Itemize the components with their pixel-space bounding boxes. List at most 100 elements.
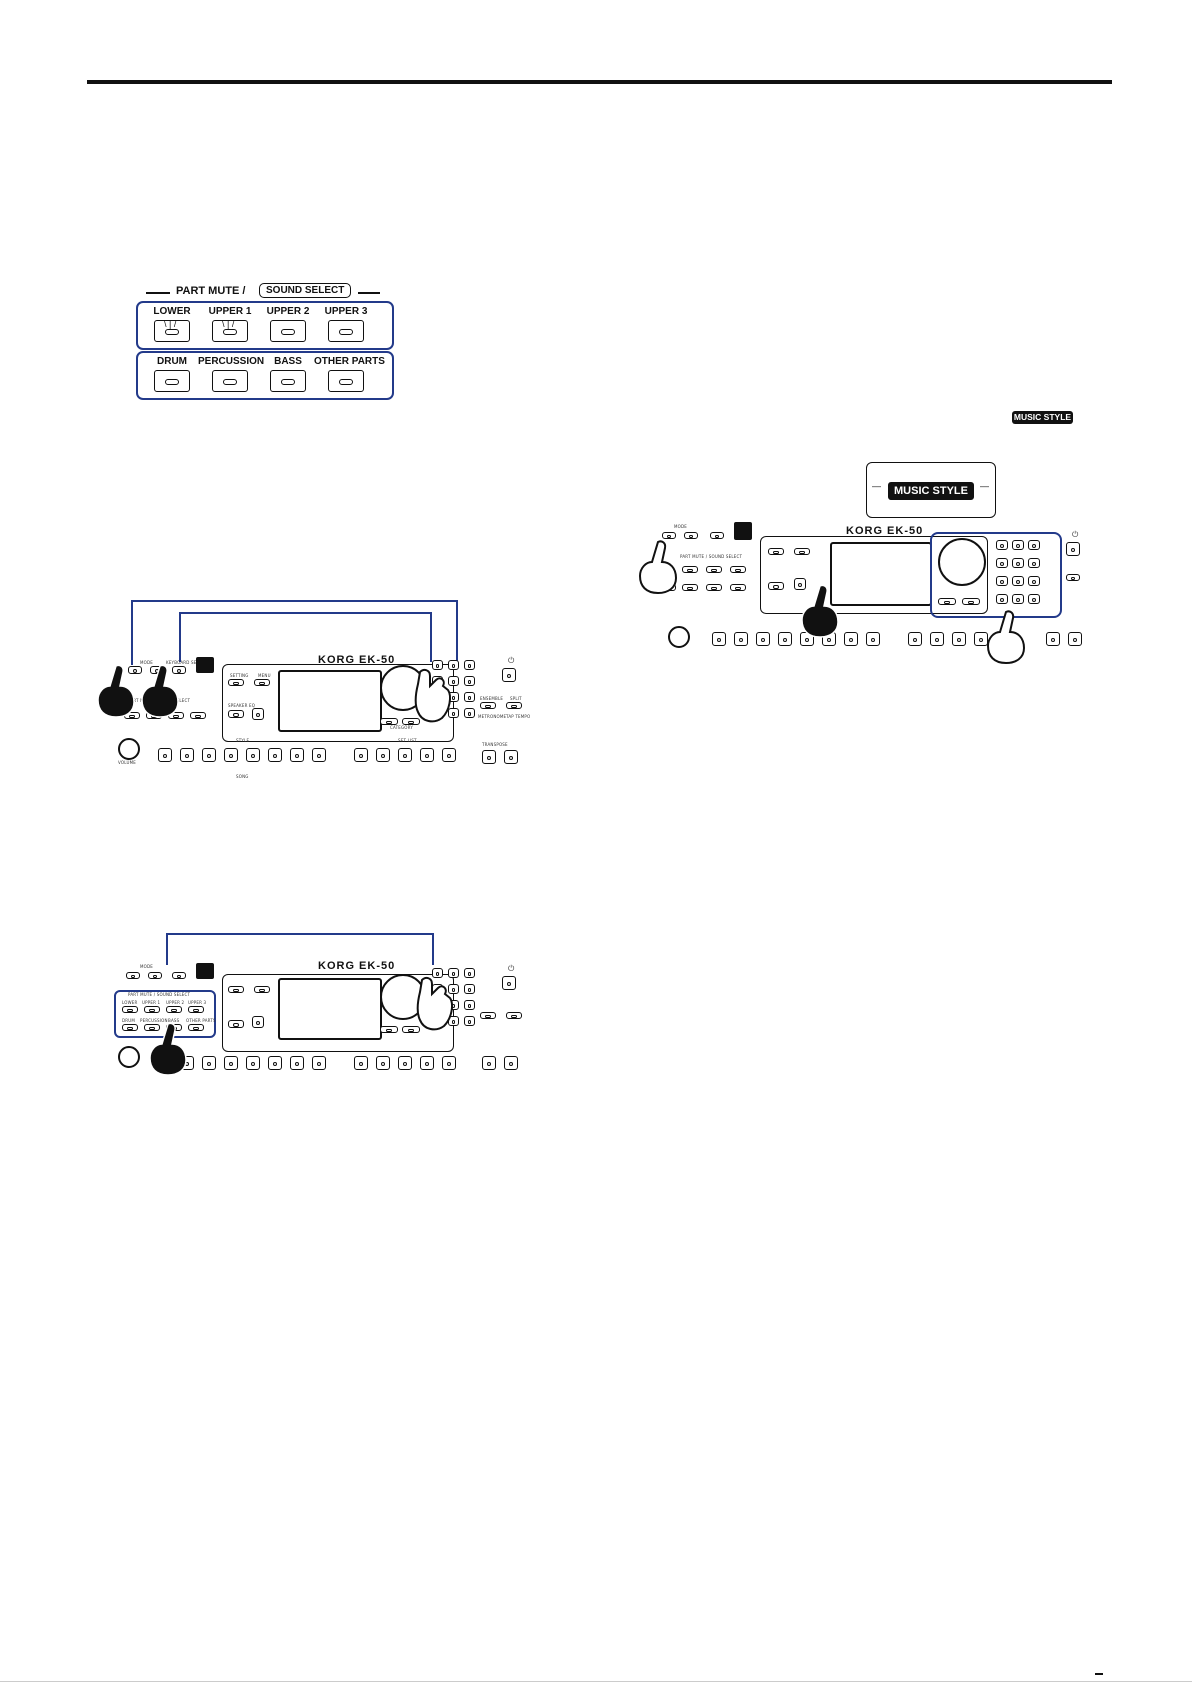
keypad-3[interactable]	[464, 1000, 475, 1010]
upper2-mini-button[interactable]	[706, 566, 722, 573]
set-list-1[interactable]	[930, 632, 944, 646]
setting-button[interactable]	[768, 548, 784, 555]
transpose-down[interactable]	[482, 750, 496, 764]
speaker-eq-button[interactable]	[228, 1020, 244, 1028]
style-song-button-7[interactable]	[290, 748, 304, 762]
style-song-button-8[interactable]	[866, 632, 880, 646]
song-button[interactable]	[148, 972, 162, 979]
category-up-button[interactable]	[962, 598, 980, 605]
exit-button[interactable]	[794, 578, 806, 590]
style-song-button-6[interactable]	[268, 748, 282, 762]
set-list-bank[interactable]	[908, 632, 922, 646]
keyboard-set-button[interactable]	[710, 532, 724, 539]
drum-button[interactable]	[154, 370, 190, 392]
set-list-2[interactable]	[398, 748, 412, 762]
music-style-button[interactable]	[196, 657, 214, 673]
set-list-2[interactable]	[398, 1056, 412, 1070]
keyboard-set-button[interactable]	[172, 972, 186, 979]
keypad-6[interactable]	[1028, 558, 1040, 568]
bass-mini-button[interactable]	[706, 584, 722, 591]
keypad-0[interactable]	[1012, 594, 1024, 604]
keypad-6[interactable]	[464, 984, 475, 994]
category-up-button[interactable]	[402, 718, 420, 725]
style-song-button-4[interactable]	[778, 632, 792, 646]
style-button[interactable]	[662, 532, 676, 539]
set-list-3[interactable]	[974, 632, 988, 646]
style-button[interactable]	[126, 972, 140, 979]
style-song-button-2[interactable]	[180, 748, 194, 762]
keypad-4[interactable]	[996, 558, 1008, 568]
lower-mini-button[interactable]	[122, 1006, 138, 1013]
set-list-bank[interactable]	[354, 1056, 368, 1070]
style-song-button-4[interactable]	[224, 1056, 238, 1070]
set-list-3[interactable]	[420, 1056, 434, 1070]
set-list-4[interactable]	[442, 748, 456, 762]
keypad-5[interactable]	[1012, 558, 1024, 568]
percussion-mini-button[interactable]	[144, 1024, 160, 1031]
keypad-1[interactable]	[996, 576, 1008, 586]
exit-button[interactable]	[252, 1016, 264, 1028]
power-button[interactable]	[1066, 542, 1080, 556]
volume-knob[interactable]	[118, 1046, 140, 1068]
category-up-button[interactable]	[402, 1026, 420, 1033]
keypad-6[interactable]	[464, 676, 475, 686]
volume-knob[interactable]	[118, 738, 140, 760]
style-song-button-6[interactable]	[268, 1056, 282, 1070]
other-parts-button[interactable]	[328, 370, 364, 392]
set-list-4[interactable]	[442, 1056, 456, 1070]
drum-mini-button[interactable]	[122, 1024, 138, 1031]
percussion-mini-button[interactable]	[682, 584, 698, 591]
keypad-3[interactable]	[464, 692, 475, 702]
transpose-up[interactable]	[504, 1056, 518, 1070]
keypad-0[interactable]	[448, 708, 459, 718]
keypad-2[interactable]	[1012, 576, 1024, 586]
keypad-8[interactable]	[1012, 540, 1024, 550]
keypad-5[interactable]	[448, 984, 459, 994]
split-button[interactable]	[506, 702, 522, 709]
menu-button[interactable]	[254, 679, 270, 686]
power-button[interactable]	[502, 976, 516, 990]
transpose-down[interactable]	[1046, 632, 1060, 646]
keypad-3[interactable]	[1028, 576, 1040, 586]
set-list-2[interactable]	[952, 632, 966, 646]
set-list-bank[interactable]	[354, 748, 368, 762]
keypad-plus[interactable]	[1028, 594, 1040, 604]
keypad-8[interactable]	[448, 660, 459, 670]
percussion-button[interactable]	[212, 370, 248, 392]
style-song-button-8[interactable]	[312, 1056, 326, 1070]
style-song-button-7[interactable]	[290, 1056, 304, 1070]
style-song-button-3[interactable]	[756, 632, 770, 646]
keyboard-set-button[interactable]	[172, 666, 186, 674]
style-song-button-1[interactable]	[158, 748, 172, 762]
upper2-button[interactable]	[270, 320, 306, 342]
category-down-button[interactable]	[938, 598, 956, 605]
category-down-button[interactable]	[380, 1026, 398, 1033]
upper3-mini-button[interactable]	[188, 1006, 204, 1013]
transpose-down[interactable]	[482, 1056, 496, 1070]
exit-button[interactable]	[252, 708, 264, 720]
split-button[interactable]	[506, 1012, 522, 1019]
keypad-9[interactable]	[464, 660, 475, 670]
ensemble-button[interactable]	[1066, 574, 1080, 581]
song-button[interactable]	[684, 532, 698, 539]
menu-button[interactable]	[254, 986, 270, 993]
other-parts-mini-button[interactable]	[188, 1024, 204, 1031]
style-song-button-4[interactable]	[224, 748, 238, 762]
style-song-button-8[interactable]	[312, 748, 326, 762]
upper3-button[interactable]	[328, 320, 364, 342]
keypad-5[interactable]	[448, 676, 459, 686]
style-song-button-1[interactable]	[712, 632, 726, 646]
set-list-1[interactable]	[376, 1056, 390, 1070]
style-song-button-3[interactable]	[202, 1056, 216, 1070]
setting-button[interactable]	[228, 986, 244, 993]
set-list-1[interactable]	[376, 748, 390, 762]
category-down-button[interactable]	[380, 718, 398, 725]
style-song-button-5[interactable]	[246, 1056, 260, 1070]
other-parts-mini-button[interactable]	[190, 712, 206, 719]
upper1-mini-button[interactable]	[144, 1006, 160, 1013]
setting-button[interactable]	[228, 679, 244, 686]
style-song-button-3[interactable]	[202, 748, 216, 762]
transpose-up[interactable]	[1068, 632, 1082, 646]
upper3-mini-button[interactable]	[730, 566, 746, 573]
menu-button[interactable]	[794, 548, 810, 555]
